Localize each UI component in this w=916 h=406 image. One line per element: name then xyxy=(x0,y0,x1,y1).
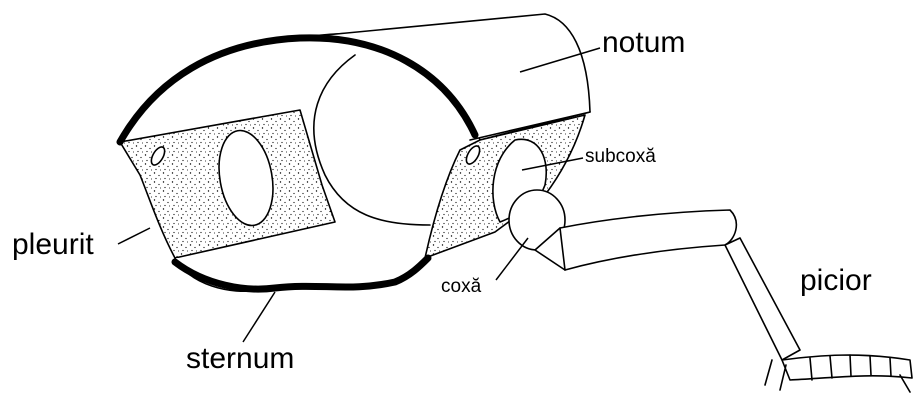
leader-coxa xyxy=(496,238,528,280)
label-sternum: sternum xyxy=(186,344,294,374)
leader-sternum xyxy=(243,292,275,342)
notum-face xyxy=(305,14,590,140)
femur xyxy=(560,210,736,270)
leader-pleurit xyxy=(118,228,150,244)
label-coxa: coxă xyxy=(441,277,481,296)
label-pleurit: pleurit xyxy=(12,230,94,260)
label-picior: picior xyxy=(800,266,872,296)
tibia xyxy=(725,238,800,360)
label-subcoxa: subcoxă xyxy=(585,147,656,166)
label-notum: notum xyxy=(602,28,685,58)
tarsus xyxy=(782,355,912,380)
